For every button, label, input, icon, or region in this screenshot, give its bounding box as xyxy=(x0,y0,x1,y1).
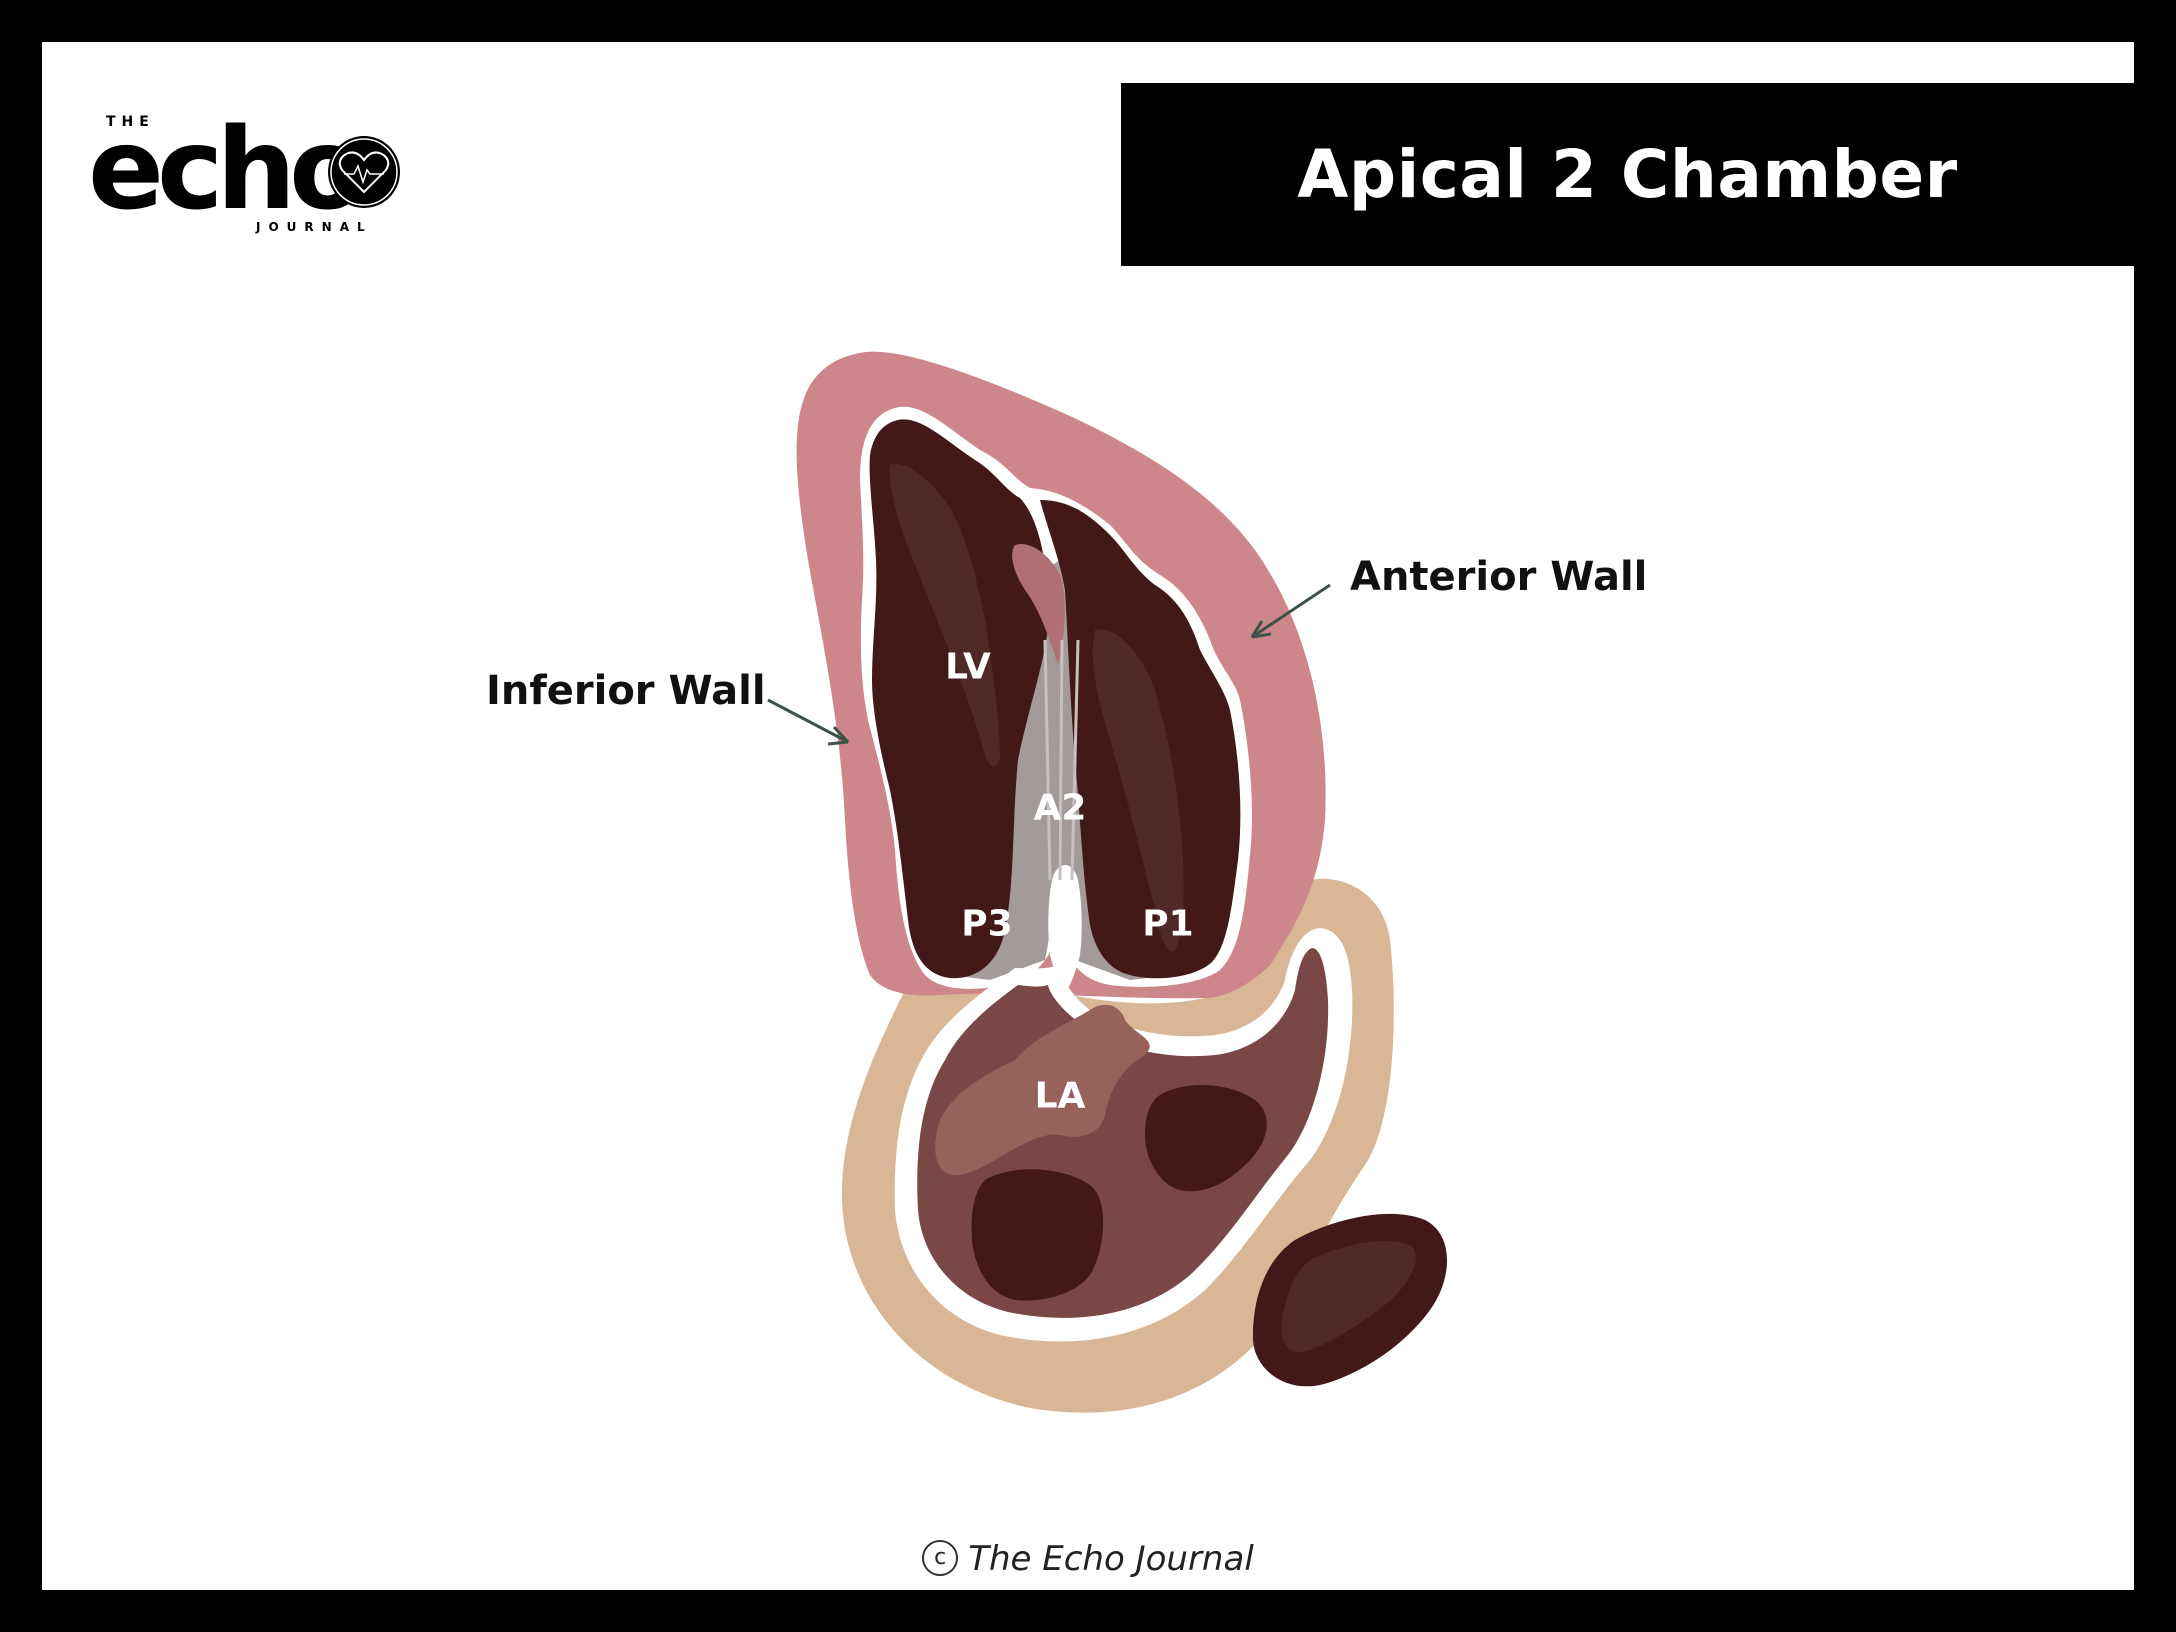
la-label: LA xyxy=(1034,1075,1086,1117)
lv-highlight-right xyxy=(1092,629,1184,951)
septum-tip xyxy=(1012,544,1065,665)
copyright-icon: c xyxy=(922,1539,959,1576)
logo-journal-text: JOURNAL xyxy=(256,220,373,234)
page-title: Apical 2 Chamber xyxy=(1297,136,1958,213)
pulmonary-vein-upper xyxy=(1145,1084,1267,1192)
descending-aorta-highlight xyxy=(1281,1240,1416,1352)
inferior-wall-arrow xyxy=(767,698,849,744)
pulmonary-vein-lower xyxy=(971,1169,1104,1301)
a2-label: A2 xyxy=(1033,787,1087,829)
inferior-wall-label: Inferior Wall xyxy=(486,668,766,714)
title-banner: Apical 2 Chamber xyxy=(1121,83,2134,266)
la-highlight xyxy=(935,1004,1150,1176)
logo-the-text: THE xyxy=(106,114,155,130)
inferior-wall-arrowhead xyxy=(827,725,850,746)
p3-label: P3 xyxy=(961,903,1013,945)
valve-leaflet-line xyxy=(1048,865,1082,995)
anterior-wall-label: Anterior Wall xyxy=(1350,554,1648,600)
p1-label: P1 xyxy=(1142,903,1194,945)
lv-highlight-left xyxy=(889,464,1000,767)
footer-text: The Echo Journal xyxy=(968,1539,1254,1579)
anterior-wall-arrowhead xyxy=(1250,620,1272,639)
anterior-wall-arrow xyxy=(1251,583,1331,639)
valve-chordae xyxy=(1043,639,1080,881)
echo-journal-logo: THE echo JOURNAL xyxy=(88,88,418,248)
heart-ecg-icon xyxy=(328,136,400,208)
logo-echo-text: echo xyxy=(88,105,366,235)
lv-label: LV xyxy=(945,646,991,688)
